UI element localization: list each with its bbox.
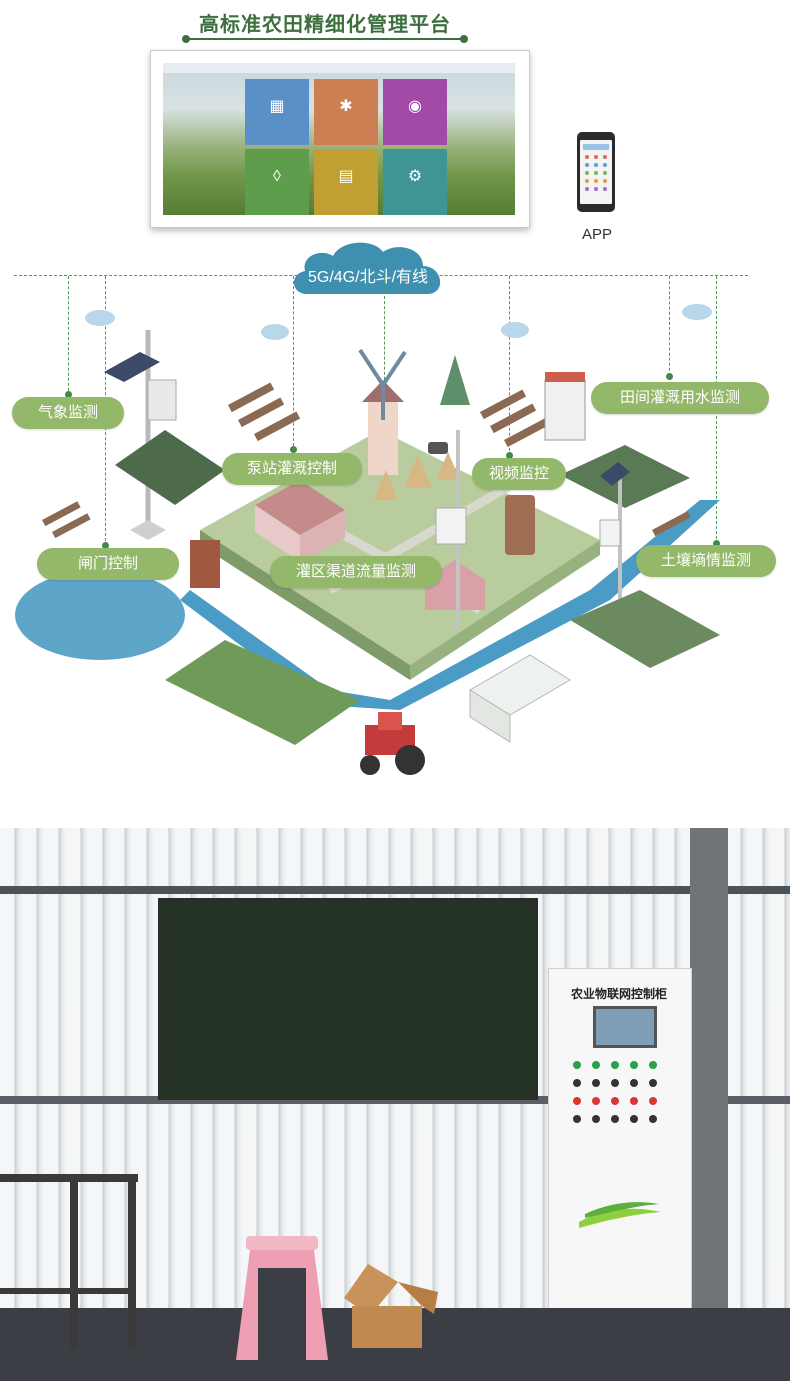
- monitor-box-icon: [435, 507, 467, 545]
- line-video: [509, 276, 510, 456]
- label-weather: 气象监测: [12, 397, 124, 429]
- steel-column: [690, 828, 728, 1308]
- steel-beam-middle: [0, 1096, 790, 1104]
- screen-topbar: [163, 63, 515, 73]
- line-field-water: [669, 276, 670, 376]
- installation-photo: 农业物联网控制柜: [0, 828, 790, 1381]
- phone-app: [577, 132, 615, 212]
- tile-1: ▦: [245, 79, 309, 145]
- greenhouse-icon: [469, 654, 571, 743]
- platform-screen: ▦ ✱ ◉ ◊ ▤ ⚙: [163, 63, 515, 215]
- page-title: 高标准农田精细化管理平台: [199, 14, 451, 36]
- tractor-icon: [360, 712, 425, 775]
- document-icon: ▤: [338, 168, 354, 185]
- phone-screen: [580, 140, 612, 204]
- farmhouse-icon: [255, 480, 345, 562]
- silo-icon: [505, 495, 535, 555]
- label-soil: 土壤墒情监测: [636, 545, 776, 577]
- phone-app-grid: [583, 144, 609, 191]
- irrigation-cabinet-icon: [544, 372, 586, 441]
- tile-2: ✱: [314, 79, 378, 145]
- dot-gate: [102, 542, 109, 549]
- dot-weather: [65, 391, 72, 398]
- platform-monitor: ▦ ✱ ◉ ◊ ▤ ⚙: [150, 50, 530, 228]
- cabinet-logo-icon: [579, 1202, 661, 1228]
- title-underline: [186, 38, 464, 40]
- label-field-water: 田间灌溉用水监测: [591, 382, 769, 414]
- water-drop-icon: ◊: [273, 168, 281, 185]
- cabinet-buttons: [573, 1061, 657, 1123]
- tile-6: ⚙: [383, 149, 447, 215]
- pond-icon: [15, 570, 185, 660]
- dot-video: [506, 452, 513, 459]
- camera-icon: ◉: [408, 98, 422, 115]
- led-display-panel: [158, 898, 538, 1100]
- steel-beam-top: [0, 886, 790, 894]
- line-pump: [293, 276, 294, 451]
- network-label: 5G/4G/北斗/有线: [307, 269, 429, 286]
- control-cabinet: 农业物联网控制柜: [548, 968, 692, 1332]
- dot-field-water: [666, 373, 673, 380]
- pink-stool: [236, 1236, 328, 1360]
- line-weather: [68, 276, 69, 396]
- label-canal: 灌区渠道流量监测: [270, 556, 442, 588]
- label-gate: 闸门控制: [37, 548, 179, 580]
- crop-field-right: [560, 445, 690, 508]
- windmill-icon: [358, 348, 407, 475]
- livestock-pen-icon: [165, 640, 360, 745]
- dot-pump: [290, 446, 297, 453]
- crop-field-bottom: [570, 590, 720, 668]
- label-pump: 泵站灌溉控制: [222, 453, 362, 485]
- gate-icon: [190, 540, 220, 588]
- label-video: 视频监控: [472, 458, 566, 490]
- crop-field-left: [115, 430, 225, 505]
- gear-icon: ⚙: [407, 168, 423, 185]
- grid-icon: ▦: [269, 98, 285, 115]
- weather-station-icon: [104, 330, 177, 540]
- title-dot-right: [460, 35, 468, 43]
- app-label: APP: [581, 226, 612, 243]
- title-block: 高标准农田精细化管理平台: [180, 8, 470, 48]
- canal-river: [180, 500, 720, 710]
- tile-3: ◉: [383, 79, 447, 145]
- cabinet-label: 农业物联网控制柜: [571, 987, 668, 1001]
- metal-frame: [0, 1174, 138, 1349]
- tile-4: ◊: [245, 149, 309, 215]
- camera-icon: [428, 442, 448, 454]
- tile-5: ▤: [314, 149, 378, 215]
- small-cloud-icon: [85, 304, 712, 340]
- touch-screen: [593, 1006, 657, 1048]
- dot-soil: [713, 540, 720, 547]
- bug-icon: ✱: [339, 98, 353, 115]
- title-dot-left: [182, 35, 190, 43]
- cardboard-box: [344, 1264, 438, 1348]
- network-cloud-icon: [293, 242, 441, 294]
